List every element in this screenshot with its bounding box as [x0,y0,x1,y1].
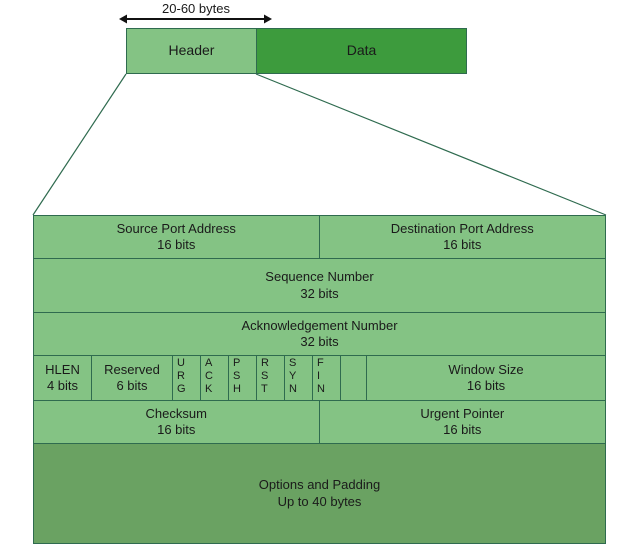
field-size: 6 bits [116,378,148,393]
field-size: 32 bits [300,334,339,349]
field-label: Destination Port Address [390,220,534,236]
field-urgent-pointer: Urgent Pointer 16 bits [320,401,606,443]
flag-letter: S [233,369,241,382]
flag-letter: U [177,357,185,369]
table-row-sequence: Sequence Number 32 bits [34,259,605,313]
field-label: HLEN [45,361,80,377]
flag-letter: R [261,357,269,369]
leader-line-left [32,73,127,216]
flag-letter: Y [289,369,297,382]
flag-letter: S [261,369,269,382]
segment-data-block: Data [256,28,467,74]
field-acknowledgement-number: Acknowledgement Number 32 bits [34,313,605,355]
flag-letter: H [233,382,241,395]
flag-ack: A C K [201,356,229,400]
field-label: Reserved [104,361,160,377]
field-destination-port: Destination Port Address 16 bits [320,216,606,258]
field-options-padding: Options and Padding Up to 40 bytes [34,444,605,543]
field-label: Checksum [145,405,207,421]
flag-urg: U R G [173,356,201,400]
field-checksum: Checksum 16 bits [34,401,320,443]
table-row-options: Options and Padding Up to 40 bytes [34,444,605,543]
field-size: 4 bits [46,378,79,393]
field-size: 16 bits [443,237,482,252]
field-size: 16 bits [157,422,196,437]
field-size: 16 bits [443,422,482,437]
flag-letter: F [317,357,324,369]
tcp-header-table: Source Port Address 16 bits Destination … [33,215,606,544]
field-size: 32 bits [300,285,339,301]
flag-letter: N [289,382,297,395]
flag-fin: F I N [313,356,341,400]
flags-spacer [341,356,367,400]
flag-rst: R S T [257,356,285,400]
field-source-port: Source Port Address 16 bits [34,216,320,258]
field-size: Up to 40 bytes [277,493,362,509]
flag-letter: C [205,369,213,382]
field-label: Window Size [448,361,524,377]
table-row-checksum: Checksum 16 bits Urgent Pointer 16 bits [34,401,605,444]
field-hlen: HLEN 4 bits [34,356,92,400]
flag-letter: K [205,382,213,395]
table-row-acknowledgement: Acknowledgement Number 32 bits [34,313,605,356]
field-label: Acknowledgement Number [241,317,398,333]
flag-letter: N [317,382,325,395]
field-window-size: Window Size 16 bits [367,356,605,400]
flag-letter: T [261,382,268,395]
field-size: 16 bits [466,378,506,393]
field-size: 16 bits [157,237,196,252]
flag-letter: G [177,382,186,395]
field-reserved: Reserved 6 bits [92,356,173,400]
table-row-flags: HLEN 4 bits Reserved 6 bits U R G A C K … [34,356,605,401]
flag-psh: P S H [229,356,257,400]
field-sequence-number: Sequence Number 32 bits [34,259,605,312]
flag-letter: P [233,357,241,369]
field-label: Options and Padding [258,477,381,493]
dimension-label: 20-60 bytes [162,1,230,16]
flag-syn: S Y N [285,356,313,400]
flag-letter: S [289,357,297,369]
segment-header-block: Header [126,28,257,74]
flag-letter: I [317,369,321,382]
flag-letter: A [205,357,213,369]
leader-line-right [255,73,607,216]
table-row-ports: Source Port Address 16 bits Destination … [34,216,605,259]
field-label: Source Port Address [116,220,236,236]
field-label: Sequence Number [265,269,374,285]
flag-letter: R [177,369,185,382]
field-label: Urgent Pointer [420,405,505,421]
